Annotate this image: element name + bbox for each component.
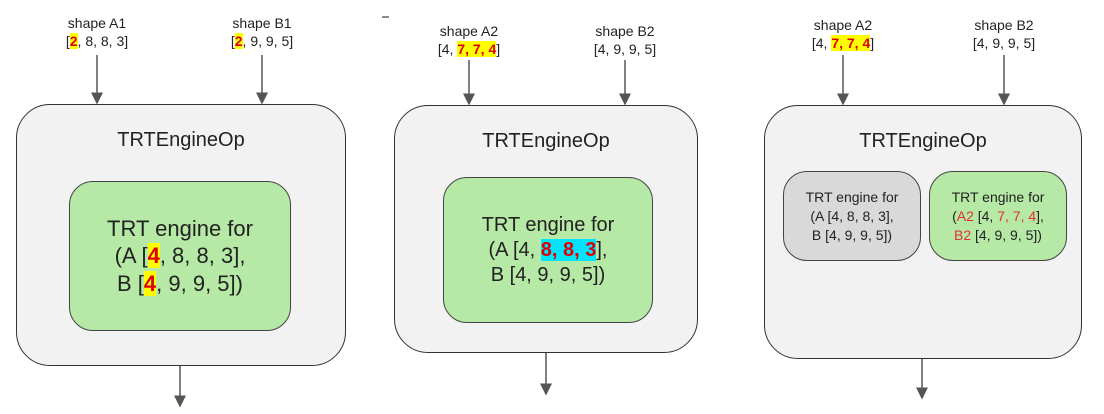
input-b1-name: shape B1 [232,15,292,31]
engine-line-1: TRT engine for [481,213,615,236]
dims-highlight: 7, 7, 4 [457,41,497,57]
dims-highlight: 7, 7, 4 [831,35,871,51]
text-part: (A [ [114,243,148,269]
shape-part: ] [870,35,875,51]
input-b2-name: shape B2 [595,23,655,39]
shape-part: [ [65,33,70,49]
input-a2-label-p3: shape A2 [4, 7, 7, 4] [778,16,908,52]
text-part: [4, 9, 9, 5]) [971,226,1042,243]
trt-engine-op-1: TRTEngineOp TRT engine for (A [4, 8, 8, … [16,104,346,366]
op-title: TRTEngineOp [482,130,610,152]
batch-highlight: 4 [147,243,160,269]
input-b1-label: shape B1 [2, 9, 9, 5] [197,14,327,50]
trt-engine-op-3: TRTEngineOp TRT engine for (A [4, 8, 8, … [764,105,1082,359]
text-part: ], [1036,207,1044,224]
input-b2-shape: [4, 9, 9, 5] [593,41,657,57]
input-a1-name: shape A1 [67,15,127,31]
text-part: B [ [117,270,144,296]
input-b1-shape: [2, 9, 9, 5] [231,33,293,49]
engine-line-2: (A2 [4, 7, 7, 4], [952,207,1045,226]
trt-engine-box: TRT engine for (A [4, 8, 8, 3], B [4, 9,… [69,181,291,331]
input-a2-label: shape A2 [4, 7, 7, 4] [404,22,534,58]
trt-engine-op-2: TRTEngineOp TRT engine for (A [4, 8, 8, … [394,105,698,353]
batch-highlight: 4 [143,270,157,296]
input-a1-label: shape A1 [2, 8, 8, 3] [32,14,162,50]
dims-highlight: 7, 7, 4 [997,207,1037,224]
shape-part: ] [496,41,501,57]
engine-line-2: (A [4, 8, 8, 3], [107,242,253,270]
engine-text: TRT engine for (A [4, 8, 8, 3], B [4, 9,… [482,213,615,288]
dims-highlight: 8, 8, 3 [540,238,597,261]
text-part: [4, [973,207,998,224]
engine-text: TRT engine for (A2 [4, 7, 7, 4], B2 [4, … [952,188,1045,245]
engine-text: TRT engine for (A [4, 8, 8, 3], B [4, 9,… [107,215,253,298]
batch-highlight: 2 [69,33,78,49]
input-a1-shape: [2, 8, 8, 3] [66,33,128,49]
input-name-highlight: A2 [956,207,974,224]
engine-line-2: (A [4, 8, 8, 3], [810,207,894,224]
batch-highlight: 2 [234,33,243,49]
engine-line-2: (A [4, 8, 8, 3], [482,238,615,263]
input-a2-shape: [4, 7, 7, 4] [812,35,874,51]
input-b2-label: shape B2 [4, 9, 9, 5] [560,22,690,58]
text-part: ], [596,238,608,261]
engine-line-3: B [4, 9, 9, 5]) [107,270,253,298]
text-part: , 8, 8, 3], [159,243,246,269]
text-part: , 9, 9, 5]) [156,270,243,296]
input-name-highlight: B2 [954,226,972,243]
shape-part: [4, [811,35,832,51]
shape-part: , 9, 9, 5] [242,33,294,49]
text-part: (A [4, [488,238,541,261]
input-b2-shape: [4, 9, 9, 5] [972,35,1036,51]
shape-part: [ [230,33,235,49]
op-title: TRTEngineOp [117,129,245,151]
engine-line-3: B [4, 9, 9, 5]) [490,263,606,286]
input-a2-shape: [4, 7, 7, 4] [438,41,500,57]
trt-engine-box: TRT engine for (A [4, 8, 8, 3], B [4, 9,… [443,177,653,323]
engine-line-3: B [4, 9, 9, 5]) [811,226,893,243]
engine-line-1: TRT engine for [805,188,899,205]
op-title: TRTEngineOp [859,130,987,152]
input-b2-name: shape B2 [974,17,1034,33]
engine-line-1: TRT engine for [951,188,1045,205]
trt-engine-box-new: TRT engine for (A2 [4, 7, 7, 4], B2 [4, … [929,171,1067,261]
engine-line-1: TRT engine for [107,215,253,241]
input-b2-label-p3: shape B2 [4, 9, 9, 5] [939,16,1069,52]
shape-part: , 8, 8, 3] [77,33,129,49]
trt-engine-box-old: TRT engine for (A [4, 8, 8, 3], B [4, 9,… [783,171,921,261]
text-part: ( [952,207,957,224]
shape-part: [4, [437,41,458,57]
input-a2-name: shape A2 [813,17,873,33]
input-a2-name: shape A2 [439,23,499,39]
engine-line-3: B2 [4, 9, 9, 5]) [952,226,1045,245]
engine-text: TRT engine for (A [4, 8, 8, 3], B [4, 9,… [806,188,899,245]
